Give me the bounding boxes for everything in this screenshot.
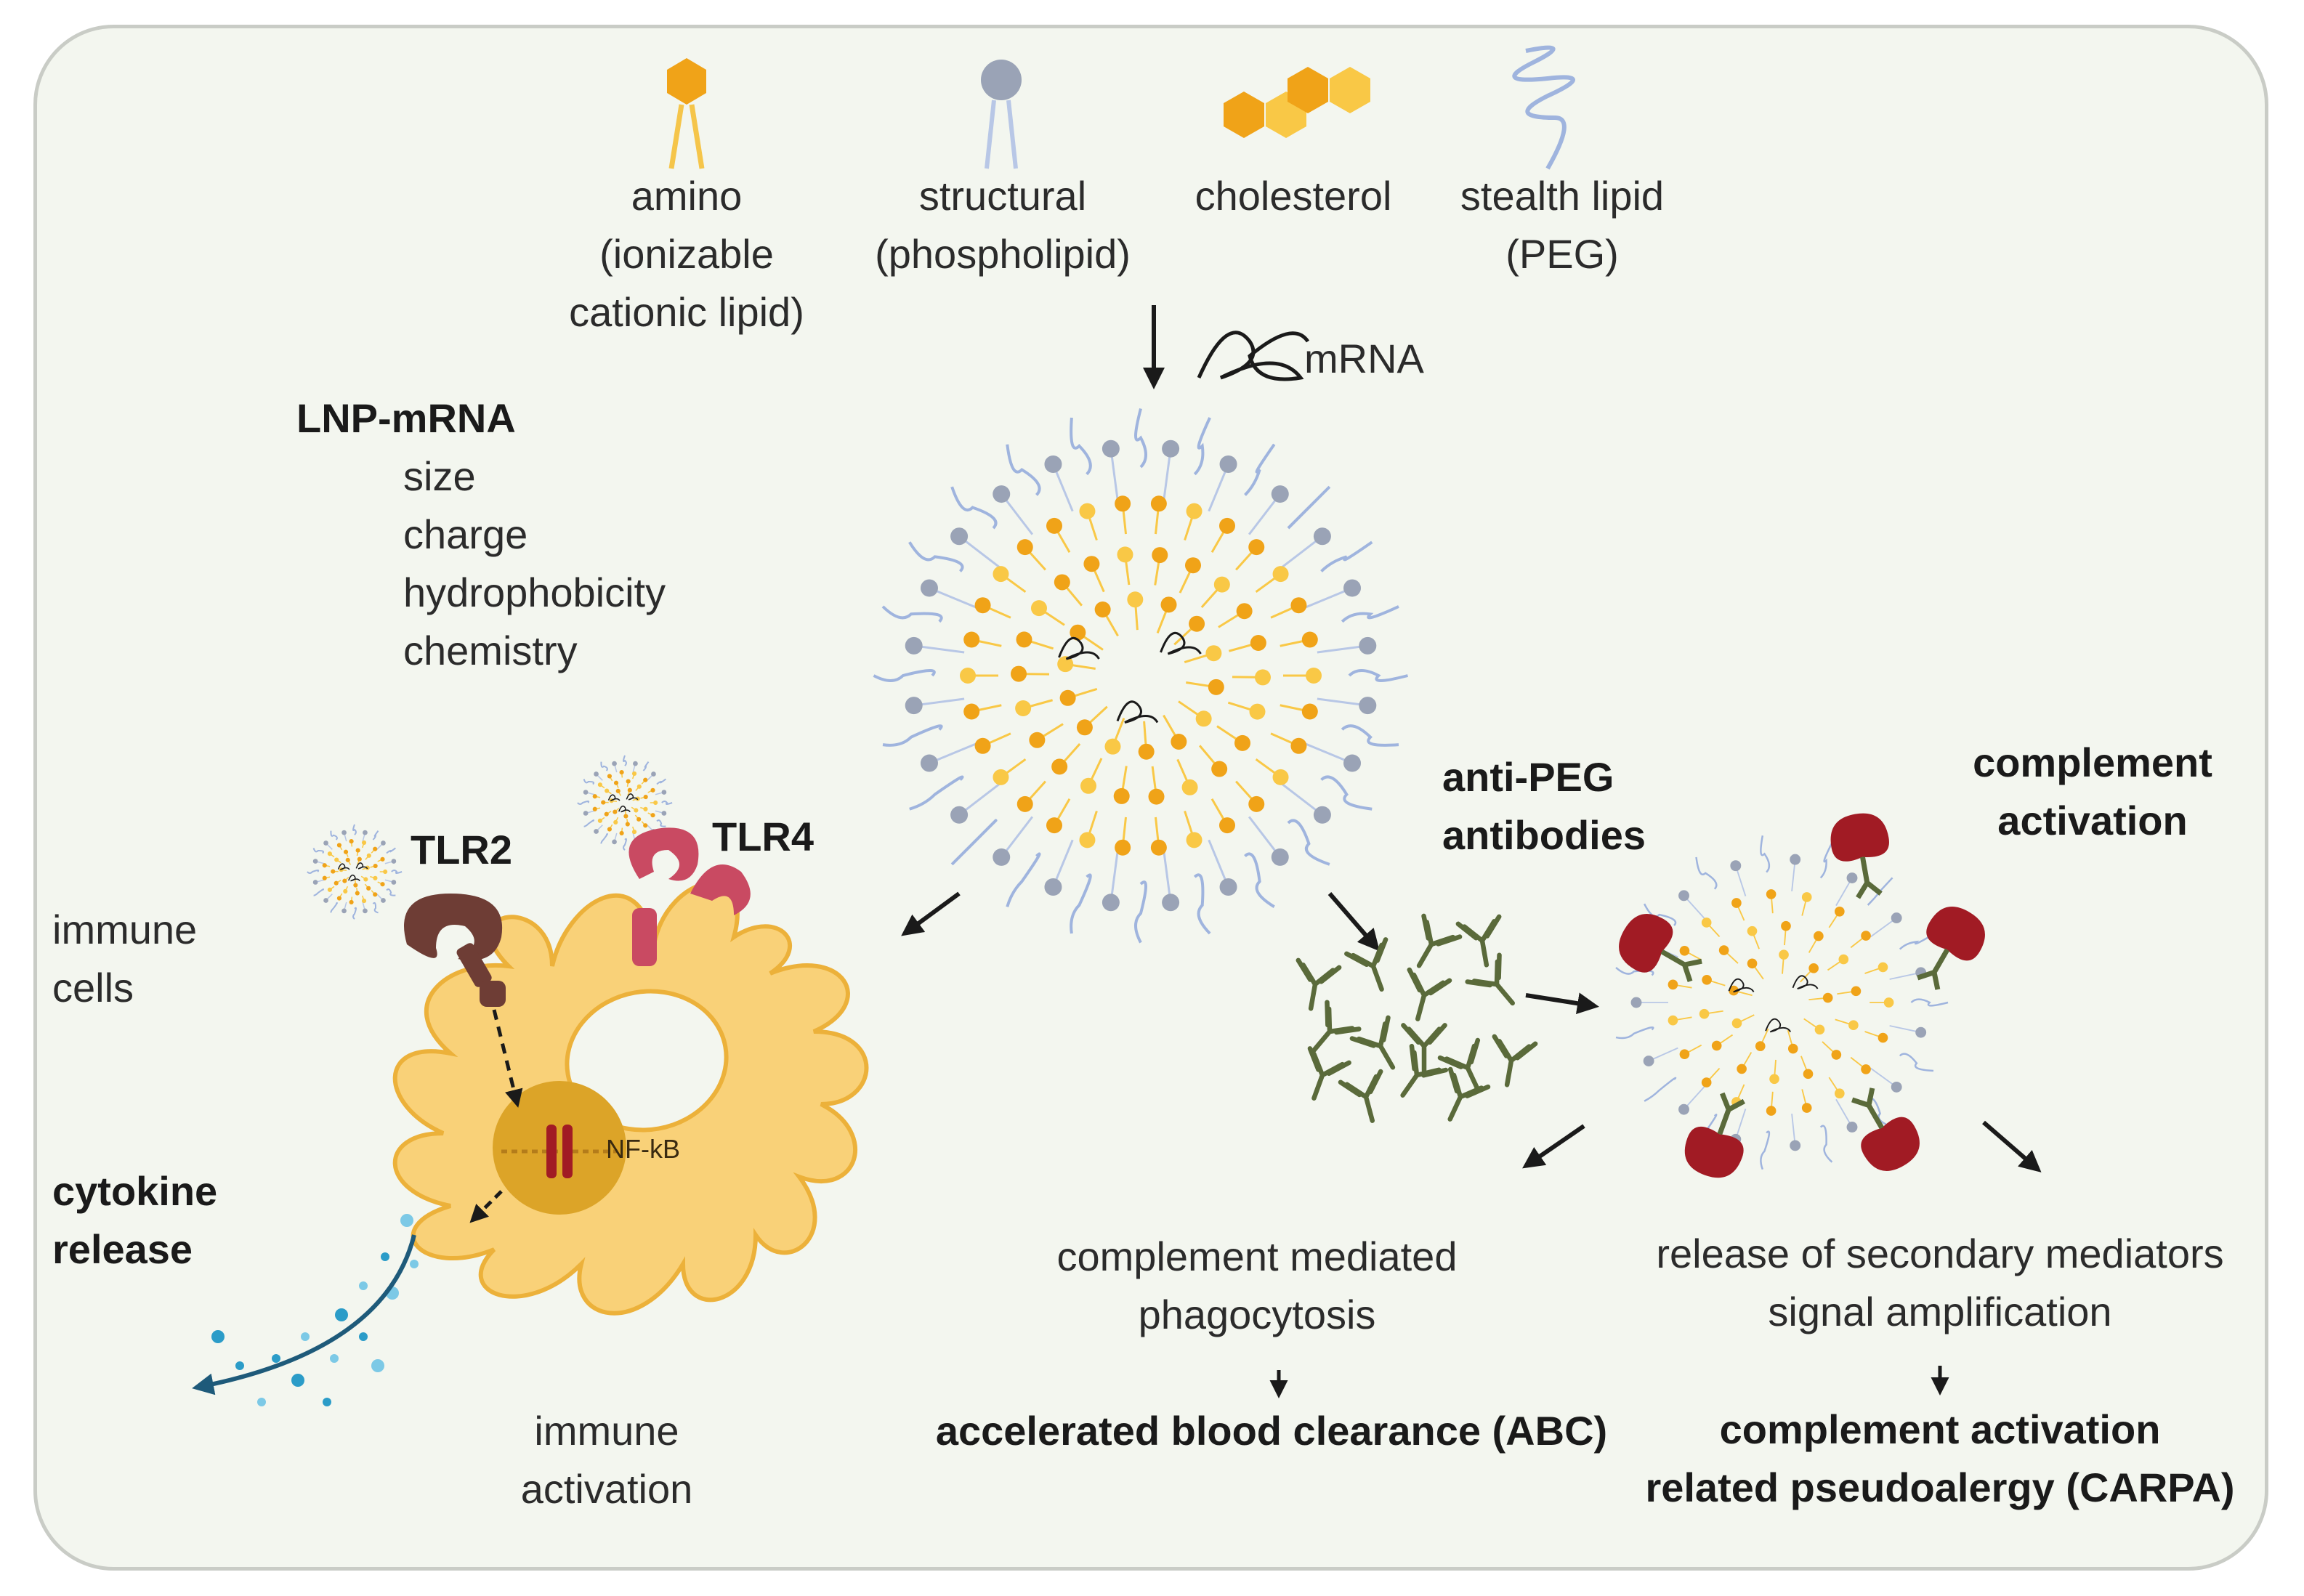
- carpa-outcome: complement activation related pseudoaler…: [1606, 1401, 2274, 1517]
- phospholipid-icon: [981, 60, 1022, 169]
- secondary-line2: signal amplification: [1768, 1289, 2112, 1334]
- complement-activation-label: complement activation: [1925, 734, 2260, 850]
- peg-lipid-icon: [1512, 45, 1575, 170]
- secondary-mediators-label: release of secondary mediators signal am…: [1606, 1225, 2274, 1341]
- stealth-line2: (PEG): [1505, 231, 1619, 277]
- immune-cells-line1: immune: [52, 907, 198, 952]
- tlr4-label: TLR4: [712, 814, 814, 859]
- tlr2-receptor-icon: [404, 894, 523, 1108]
- mrna-icon: [1197, 331, 1310, 381]
- immune-activation-line1: immune: [534, 1408, 679, 1454]
- phagocytosis-line2: phagocytosis: [1138, 1292, 1376, 1337]
- stealth-line1: stealth lipid: [1460, 173, 1665, 219]
- phagocytosis-label: complement mediated phagocytosis: [1003, 1228, 1511, 1344]
- structural-line2: (phospholipid): [875, 231, 1131, 277]
- anti-peg-label: anti-PEG antibodies: [1442, 748, 1646, 864]
- cytokine-line2: release: [52, 1226, 193, 1272]
- lnp-properties-title: LNP-mRNA: [296, 395, 516, 441]
- arrow-to-cytokine: [469, 1190, 503, 1223]
- arrow-to-antibodies: [1327, 892, 1380, 952]
- tlr4-receptor-icon: [628, 827, 751, 966]
- cholesterol-line1: cholesterol: [1195, 173, 1392, 219]
- anti-peg-line1: anti-PEG: [1442, 754, 1614, 800]
- lnp-small-left: [307, 824, 403, 920]
- cytokine-release-label: cytokine release: [52, 1162, 217, 1279]
- complement-proteins: [1619, 813, 1985, 1178]
- cytokine-particles: [211, 1214, 419, 1406]
- carpa-line2: related pseudoalergy (CARPA): [1645, 1465, 2235, 1510]
- cholesterol-icon: [1224, 67, 1370, 138]
- immune-cell: [392, 880, 869, 1316]
- immune-activation-label: immune activation: [465, 1402, 748, 1518]
- amino-line2: (ionizable: [599, 231, 774, 277]
- arrow-to-secondary: [1982, 1120, 2042, 1172]
- secondary-line1: release of secondary mediators: [1656, 1231, 2224, 1276]
- amino-label: amino (ionizable cationic lipid): [538, 167, 836, 341]
- structural-label: structural (phospholipid): [843, 167, 1163, 283]
- lnp-nanoparticle: [873, 408, 1408, 944]
- stealth-label: stealth lipid (PEG): [1424, 167, 1700, 283]
- lnp-property-size: size: [403, 453, 476, 499]
- tlr2-label: TLR2: [411, 827, 512, 872]
- immune-activation-line2: activation: [520, 1466, 693, 1512]
- nucleus: [493, 1081, 626, 1215]
- immune-cells-line2: cells: [52, 965, 134, 1010]
- amino-lipid-icon: [667, 58, 706, 169]
- phagocytosis-line1: complement mediated: [1056, 1234, 1458, 1279]
- anti-peg-line2: antibodies: [1442, 812, 1646, 858]
- anti-peg-antibodies: [1296, 913, 1538, 1123]
- mrna-label: mRNA: [1304, 336, 1424, 381]
- complement-line1: complement: [1973, 740, 2212, 785]
- structural-line1: structural: [918, 173, 1087, 219]
- lnp-property-chemistry: chemistry: [403, 628, 578, 673]
- arrow-to-complement: [1525, 992, 1599, 1015]
- nfkb-label: NF-kB: [606, 1134, 680, 1164]
- arrow-to-phagocytosis: [1522, 1124, 1585, 1169]
- abc-outcome: accelerated blood clearance (ABC): [935, 1408, 1608, 1454]
- arrow-to-immune: [901, 891, 961, 936]
- cytokine-release-arrow: [192, 1234, 416, 1396]
- lnp-property-charge: charge: [403, 511, 528, 557]
- amino-line3: cationic lipid): [569, 289, 804, 335]
- carpa-line1: complement activation: [1719, 1406, 2161, 1452]
- immune-cells-label: immune cells: [52, 901, 197, 1017]
- complement-line2: activation: [1997, 798, 2188, 843]
- cholesterol-label: cholesterol: [1170, 167, 1417, 225]
- lnp-complement: [1615, 835, 1949, 1170]
- cytokine-line1: cytokine: [52, 1168, 218, 1214]
- lnp-property-hydrophobicity: hydrophobicity: [403, 570, 666, 615]
- amino-line1: amino: [631, 173, 743, 219]
